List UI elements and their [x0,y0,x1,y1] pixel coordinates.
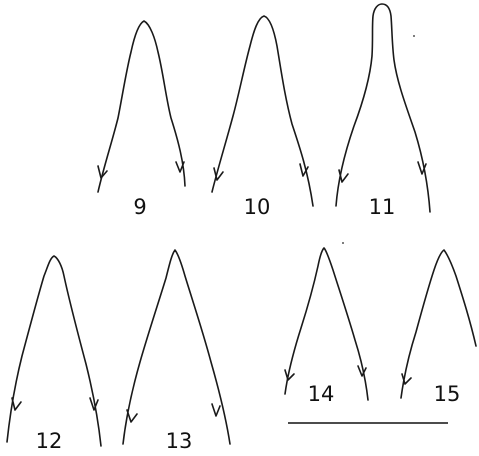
figure-10-right-barb [299,163,309,177]
figure-11: 11 [335,3,431,219]
figure-11-outline [335,3,431,213]
figure-9-left-barb [97,165,108,179]
figure-9-right-barb [175,161,185,173]
figure-10-outline [211,15,314,207]
figure-15: 15 [400,249,477,406]
figure-15-left-barb [401,373,412,385]
figure-14-right-barb [357,365,367,377]
figure-9: 9 [97,20,186,219]
figure-label-14: 14 [308,382,335,406]
figure-12-right-barb [89,397,99,411]
figure-label-9: 9 [133,195,146,219]
figure-11-right-barb [417,161,427,175]
figure-13: 13 [122,249,231,453]
figure-label-13: 13 [166,429,193,453]
figure-13-left-barb [126,409,138,423]
figure-label-12: 12 [36,429,63,453]
figure-11-left-barb [338,169,349,183]
figure-14-outline [284,247,369,401]
figure-13-right-barb [211,403,221,417]
figure-15-outline [400,249,477,399]
figure-13-outline [122,249,231,445]
figure-label-10: 10 [244,195,271,219]
figure-12-left-barb [11,397,22,411]
scan-speck [413,35,415,37]
scan-speck [342,242,344,244]
figure-10: 10 [211,15,314,219]
figure-14-left-barb [284,369,295,381]
figure-12: 12 [6,255,102,453]
figure-14: 14 [284,247,369,406]
figure-label-15: 15 [434,382,461,406]
figure-10-left-barb [213,167,224,181]
figure-12-outline [6,255,102,447]
figure-label-11: 11 [369,195,396,219]
figure-9-outline [97,20,186,193]
